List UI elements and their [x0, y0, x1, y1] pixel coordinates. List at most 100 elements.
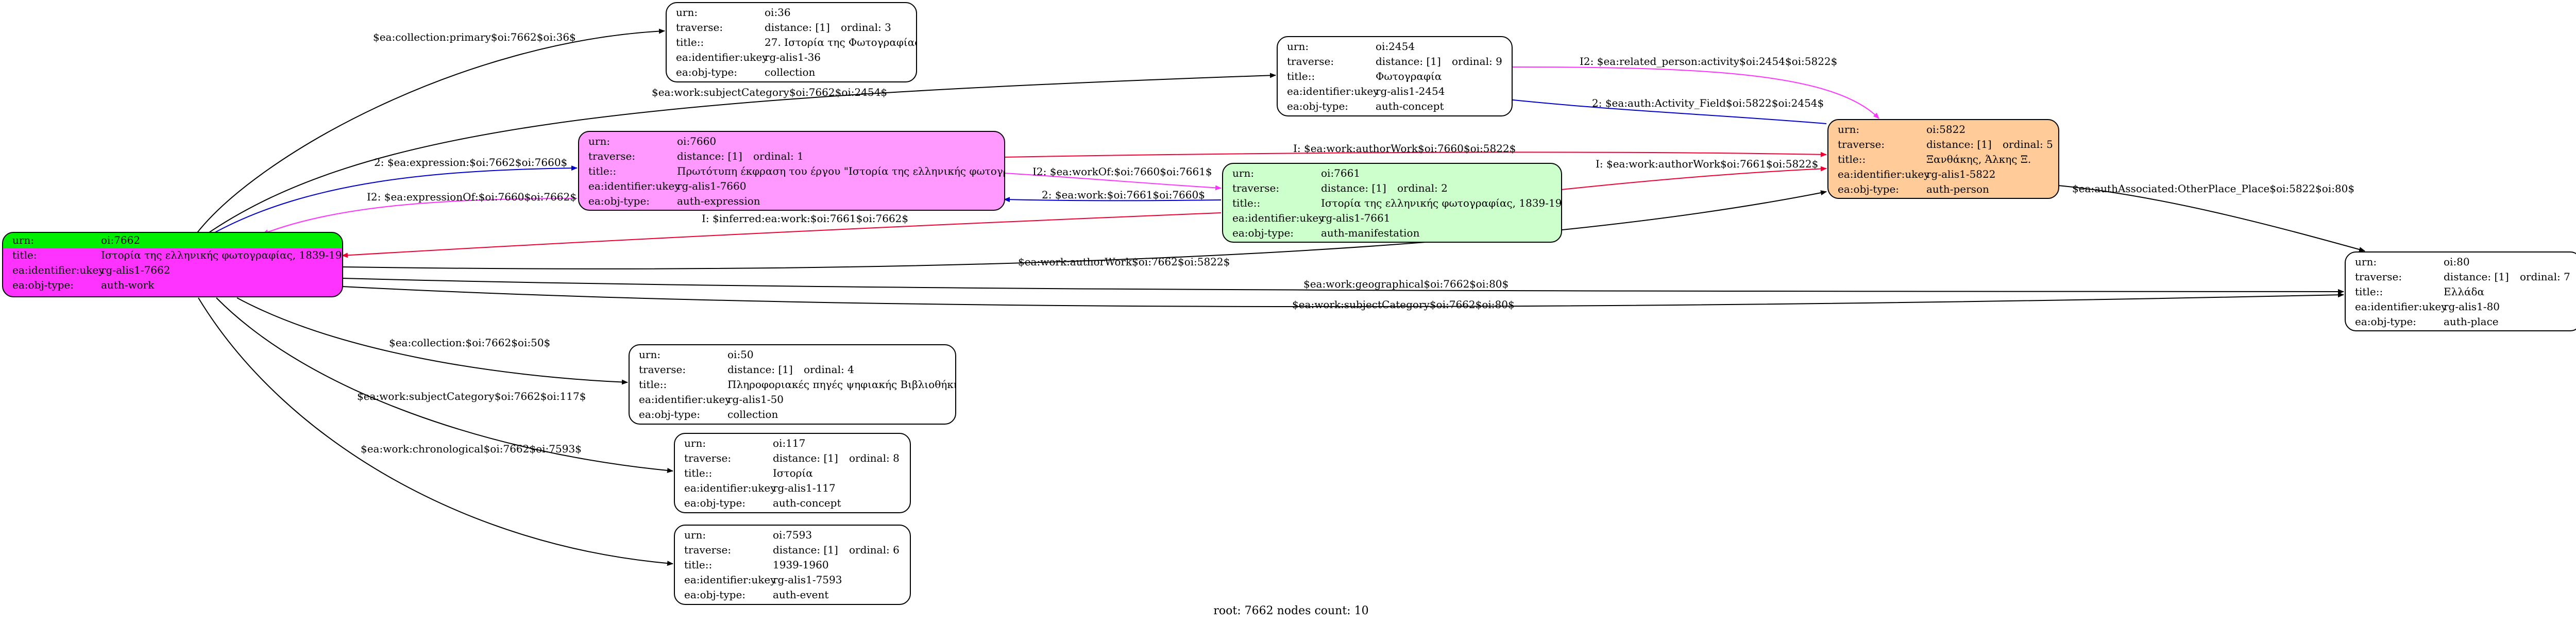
node-key: ea:identifier:ukey: [684, 574, 776, 586]
edge-label-geographical-80: $ea:work:geographical$oi:7662$oi:80$: [1303, 278, 1509, 290]
edge-inferred-7662: [342, 212, 1222, 258]
node-key: urn:: [684, 437, 706, 449]
node-row-objtype: ea:obj-type:auth-person: [1828, 182, 2058, 197]
node-value: distance: [1]: [765, 21, 830, 33]
node-key: title::: [684, 559, 713, 571]
node-value: distance: [1]: [773, 452, 838, 464]
node-value: auth-place: [2444, 315, 2499, 328]
node-row-title: title::Ελλάδα: [2346, 284, 2576, 299]
node-value: rg-alis1-7661: [1321, 212, 1391, 224]
node-key: urn:: [1838, 123, 1860, 136]
node-row-traverse: traverse:distance: [1]ordinal: 3: [667, 20, 916, 35]
graph-caption: root: 7662 nodes count: 10: [1213, 604, 1369, 617]
node-row-title: title::Πληροφοριακές πηγές ψηφιακής Βιβλ…: [630, 377, 955, 392]
node-row-title: title::Ιστορία της ελληνικής φωτογραφίας…: [1223, 196, 1561, 211]
node-key: ea:identifier:ukey: [1838, 168, 1930, 180]
node-row-traverse: traverse:distance: [1]ordinal: 2: [1223, 181, 1561, 196]
node-7660[interactable]: urn:oi:7660 traverse:distance: [1]ordina…: [578, 131, 1005, 211]
node-7662[interactable]: urn: oi:7662 title: Ιστορία της ελληνική…: [2, 232, 343, 297]
edge-label-expressionOf-7662: I2: $ea:expressionOf:$oi:7660$oi:7662$: [367, 191, 577, 203]
node-key: traverse:: [639, 363, 686, 376]
node-row-objtype: ea:obj-type:auth-manifestation: [1223, 226, 1561, 241]
node-ordinal: ordinal: 2: [1397, 182, 1448, 194]
node-value: distance: [1]: [727, 363, 793, 376]
node-key: title::: [1287, 70, 1315, 82]
node-key: title::: [639, 378, 667, 391]
edge-authorwork-5822: [342, 190, 1827, 270]
node-36[interactable]: urn:oi:36 traverse:distance: [1]ordinal:…: [666, 2, 917, 82]
edge-label-inferred-7662: I: $inferred:ea:work:$oi:7661$oi:7662$: [702, 212, 908, 225]
node-80[interactable]: urn:oi:80 traverse:distance: [1]ordinal:…: [2345, 251, 2576, 331]
node-7593[interactable]: urn:oi:7593 traverse: distance: [1] ordina…: [674, 525, 911, 605]
node-row-title: title::Φωτογραφία: [1278, 69, 1512, 84]
edge-authorwork-7661-5822: [1561, 166, 1827, 190]
edge-activity-field: [1465, 93, 1827, 124]
node-value: Πληροφοριακές πηγές ψηφιακής Βιβλιοθήκης: [727, 378, 956, 391]
edge-label-expression-7660: 2: $ea:expression:$oi:7662$oi:7660$: [374, 156, 567, 169]
edge-collection-50: [236, 297, 628, 385]
node-key: traverse:: [684, 544, 732, 556]
node-2454[interactable]: urn:oi:2454 traverse:distance: [1]ordina…: [1277, 36, 1513, 116]
node-row-objtype: ea:obj-type:auth-concept: [1278, 99, 1512, 114]
node-value: distance: [1]: [2444, 271, 2509, 283]
node-key: traverse:: [2355, 271, 2402, 283]
node-key: title::: [2355, 285, 2383, 298]
node-value: oi:50: [727, 348, 754, 361]
node-ordinal: ordinal: 6: [849, 544, 900, 556]
node-value: distance: [1]: [1926, 138, 1992, 150]
node-row-title: title::27. Ιστορία της Φωτογραφίας: [667, 35, 916, 50]
edge-subject-80: [342, 286, 2344, 308]
edge-label-subject-80: $ea:work:subjectCategory$oi:7662$oi:80$: [1292, 298, 1515, 311]
node-row-urn: urn: oi:117: [675, 436, 910, 451]
node-7661[interactable]: urn:oi:7661 traverse:distance: [1]ordina…: [1222, 163, 1562, 243]
edge-label-collection-50: $ea:collection:$oi:7662$oi:50$: [389, 336, 550, 349]
node-row-traverse: traverse:distance: [1]ordinal: 7: [2346, 270, 2576, 284]
node-key: ea:identifier:ukey: [1287, 85, 1379, 97]
node-key: urn:: [12, 234, 35, 246]
node-key: ea:identifier:ukey: [676, 51, 768, 63]
node-value: distance: [1]: [773, 544, 838, 556]
node-117[interactable]: urn: oi:117 traverse: distance: [1] ordinal…: [674, 433, 911, 513]
edge-collection-36: [195, 28, 665, 235]
node-key: traverse:: [588, 150, 636, 162]
node-key: ea:obj-type:: [2355, 315, 2417, 328]
node-row-urn: urn:oi:7593: [675, 528, 910, 543]
node-value: oi:36: [765, 6, 791, 19]
node-value: 27. Ιστορία της Φωτογραφίας: [765, 36, 917, 48]
node-value: oi:117: [773, 437, 806, 449]
node-key: traverse:: [684, 452, 732, 464]
node-value: oi:2454: [1376, 40, 1415, 53]
node-row-traverse: traverse: distance: [1] ordinal: 8: [675, 451, 910, 466]
node-row-identifier: ea:identifier:ukey rg-alis1-7662: [3, 263, 342, 278]
node-key: traverse:: [1838, 138, 1885, 150]
node-value: auth-expression: [677, 195, 760, 207]
node-key: title::: [1838, 153, 1866, 165]
node-row-urn: urn:oi:80: [2346, 255, 2576, 270]
node-key: ea:identifier:ukey: [684, 482, 776, 494]
node-key: ea:obj-type:: [1232, 227, 1294, 239]
node-key: urn:: [2355, 256, 2377, 268]
node-value: Πρωτότυπη έκφραση του έργου "Ιστορία της…: [677, 165, 1005, 177]
edge-label-assoc-place: $ea:authAssociated:OtherPlace_Place$oi:5…: [2072, 182, 2354, 195]
node-50[interactable]: urn:oi:50 traverse:distance: [1]ordinal:…: [629, 344, 956, 425]
node-row-objtype: ea:obj-type:auth-expression: [579, 194, 1004, 209]
edge-chronological-7593: [198, 297, 673, 566]
edge-authorwork-7660-5822: [1004, 151, 1827, 158]
node-row-objtype: ea:obj-type:collection: [630, 407, 955, 422]
node-value: Φωτογραφία: [1376, 70, 1442, 82]
node-value: Ιστορία της ελληνικής φωτογραφίας, 1839-…: [101, 249, 343, 261]
node-row-urn: urn:oi:7660: [579, 134, 1004, 149]
node-value: Ιστορία της ελληνικής φωτογραφίας, 1839-…: [1321, 197, 1562, 209]
node-key: urn:: [1287, 40, 1309, 53]
node-key: title:: [12, 249, 37, 261]
node-value: rg-alis1-80: [2444, 300, 2500, 313]
node-value: oi:7660: [677, 135, 717, 147]
node-5822[interactable]: urn:oi:5822 traverse:distance: [1]ordina…: [1827, 119, 2059, 199]
node-key: traverse:: [1232, 182, 1280, 194]
node-row-objtype: ea:obj-type: auth-work: [3, 278, 342, 293]
edge-related-person: [1511, 66, 1879, 119]
node-ordinal: ordinal: 8: [849, 452, 900, 464]
